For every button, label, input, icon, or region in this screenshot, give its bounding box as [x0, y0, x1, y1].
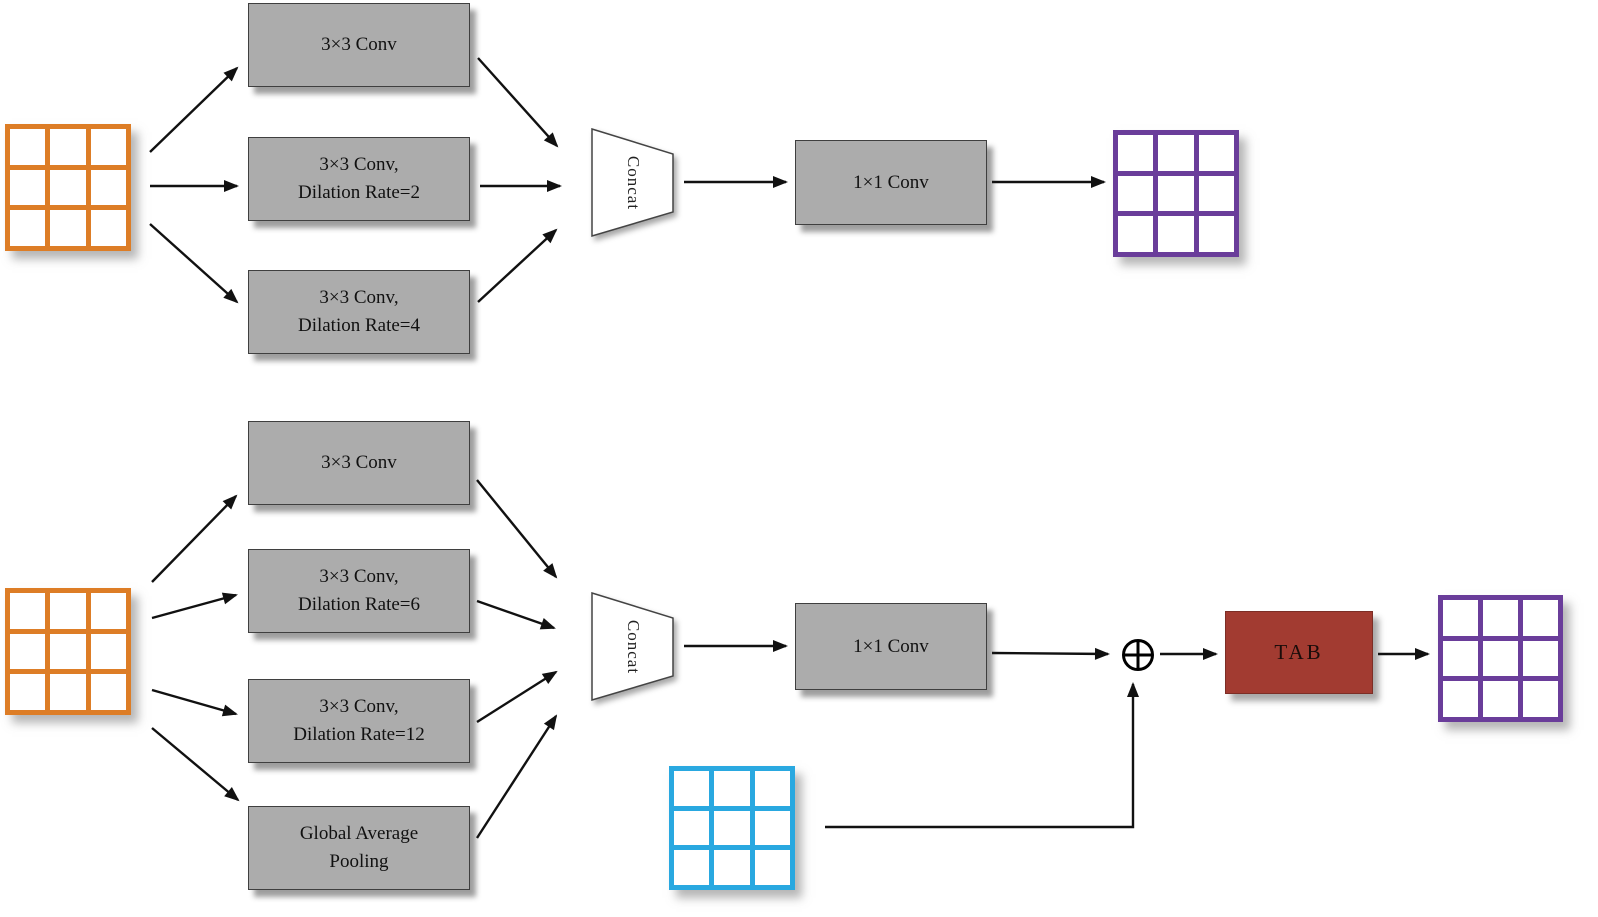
grid-cell — [50, 593, 86, 629]
grid-cell — [1443, 681, 1478, 717]
grid-cell — [754, 771, 790, 806]
flow-arrow — [476, 599, 556, 630]
circled-plus-icon — [1122, 639, 1154, 671]
grid-cell — [10, 633, 46, 670]
branch-box-conv3x3-bottom: 3×3 Conv — [248, 421, 470, 505]
concat-node-top: Concat — [591, 128, 675, 238]
concat-label: Concat — [624, 619, 643, 675]
grid-cell — [90, 593, 126, 629]
grid-cell — [1198, 216, 1234, 252]
branch-box-label: 3×3 Conv, Dilation Rate=6 — [297, 566, 421, 615]
grid-cell — [1158, 175, 1194, 212]
branch-box-label: 3×3 Conv — [321, 452, 397, 474]
input-feature-grid-top — [5, 124, 131, 251]
branch-box-label: 3×3 Conv, Dilation Rate=2 — [297, 154, 421, 203]
grid-cell — [1483, 640, 1518, 677]
skip-feature-grid — [669, 766, 795, 890]
grid-cell — [1118, 175, 1154, 212]
grid-cell — [1118, 216, 1154, 252]
grid-cell — [674, 771, 710, 806]
grid-cell — [1158, 216, 1194, 252]
grid-cell — [1118, 135, 1154, 171]
conv1x1-label: 1×1 Conv — [853, 171, 929, 193]
grid-cell — [10, 674, 46, 710]
output-feature-grid-top — [1113, 130, 1239, 257]
concat-trapezoid-shape — [591, 592, 674, 702]
output-feature-grid-bottom — [1438, 595, 1563, 722]
flow-arrow — [477, 57, 559, 148]
branch-box-label: Global Average Pooling — [299, 823, 419, 872]
branch-box-global-average-pooling: Global Average Pooling — [248, 806, 470, 890]
branch-box-label: 3×3 Conv, Dilation Rate=12 — [293, 696, 425, 745]
grid-cell — [10, 593, 46, 629]
grid-cell — [50, 129, 86, 165]
flow-arrow — [477, 228, 558, 303]
tab-label: TAB — [1274, 640, 1324, 664]
grid-cell — [10, 169, 46, 206]
grid-cell — [10, 210, 46, 246]
grid-cell — [50, 210, 86, 246]
tab-module-box: TAB — [1225, 611, 1373, 694]
grid-cell — [1443, 600, 1478, 636]
grid-cell — [90, 674, 126, 710]
grid-cell — [754, 850, 790, 885]
branch-box-dilation6: 3×3 Conv, Dilation Rate=6 — [248, 549, 470, 633]
grid-cell — [714, 850, 750, 885]
branch-box-dilation2: 3×3 Conv, Dilation Rate=2 — [248, 137, 470, 221]
grid-cell — [50, 674, 86, 710]
concat-label: Concat — [624, 155, 643, 211]
input-feature-grid-bottom — [5, 588, 131, 715]
grid-cell — [50, 169, 86, 206]
grid-cell — [714, 771, 750, 806]
flow-arrow — [151, 494, 238, 583]
flow-arrow — [476, 670, 558, 724]
grid-cell — [674, 810, 710, 846]
skip-connection-arrow — [825, 682, 1139, 829]
grid-cell — [1198, 175, 1234, 212]
grid-cell — [90, 633, 126, 670]
grid-cell — [1483, 681, 1518, 717]
conv1x1-box-top: 1×1 Conv — [795, 140, 987, 225]
flow-arrow — [475, 714, 558, 839]
grid-cell — [1158, 135, 1194, 171]
branch-box-label: 3×3 Conv — [321, 34, 397, 56]
flow-arrow — [151, 688, 238, 717]
conv1x1-label: 1×1 Conv — [853, 635, 929, 657]
grid-cell — [10, 129, 46, 165]
flow-arrow — [476, 479, 558, 579]
grid-cell — [90, 169, 126, 206]
branch-box-conv3x3-top: 3×3 Conv — [248, 3, 470, 87]
flow-arrow — [151, 727, 240, 802]
grid-cell — [1523, 640, 1558, 677]
grid-cell — [1523, 681, 1558, 717]
grid-cell — [1523, 600, 1558, 636]
conv1x1-box-bottom: 1×1 Conv — [795, 603, 987, 690]
branch-box-label: 3×3 Conv, Dilation Rate=4 — [297, 287, 421, 336]
grid-cell — [714, 810, 750, 846]
grid-cell — [90, 129, 126, 165]
branch-box-dilation12: 3×3 Conv, Dilation Rate=12 — [248, 679, 470, 763]
elementwise-add-icon — [1120, 637, 1156, 673]
flow-arrow — [149, 223, 239, 304]
grid-cell — [1443, 640, 1478, 677]
concat-trapezoid-shape — [591, 128, 674, 238]
grid-cell — [50, 633, 86, 670]
grid-cell — [90, 210, 126, 246]
flow-arrow — [991, 647, 1110, 660]
grid-cell — [674, 850, 710, 885]
grid-cell — [754, 810, 790, 846]
grid-cell — [1483, 600, 1518, 636]
branch-box-dilation4: 3×3 Conv, Dilation Rate=4 — [248, 270, 470, 354]
flow-arrow — [151, 592, 238, 620]
flow-arrow — [149, 66, 239, 153]
concat-node-bottom: Concat — [591, 592, 675, 702]
grid-cell — [1198, 135, 1234, 171]
